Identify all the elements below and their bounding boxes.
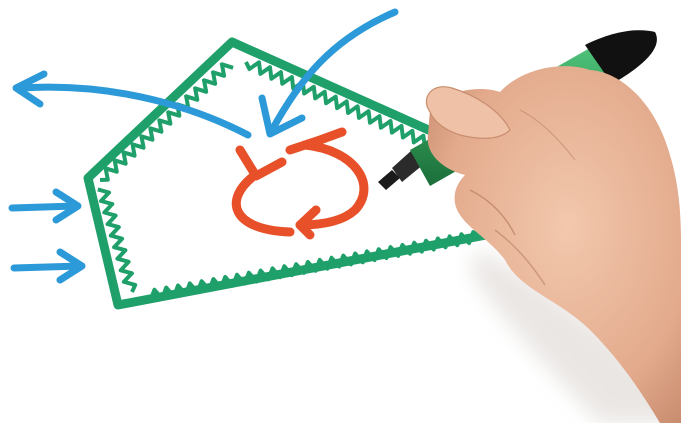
- airflow-arrows: [12, 12, 395, 280]
- airflow-arrow-icon: [12, 192, 78, 220]
- airflow-arrow-icon: [14, 252, 82, 280]
- recirculation-cycle-icon: [236, 132, 364, 235]
